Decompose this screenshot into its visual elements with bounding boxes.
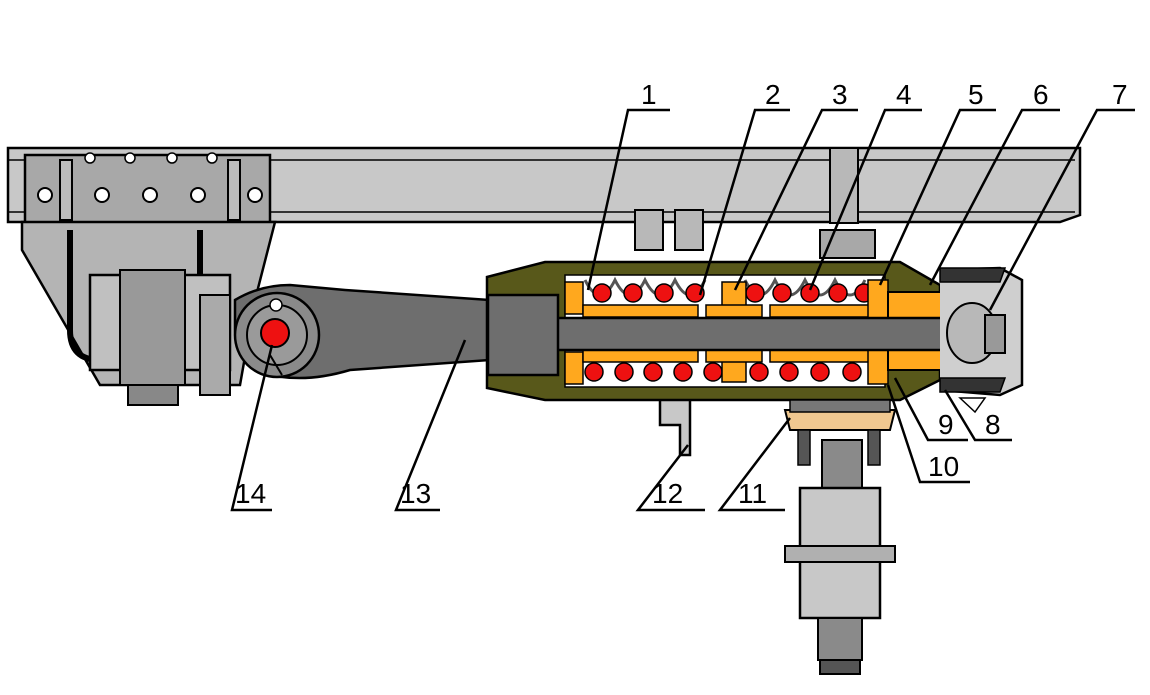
callout-5: 5 [968, 79, 984, 110]
yoke-link [233, 283, 492, 380]
frame-beam [6, 146, 1082, 224]
coupler-pin [260, 318, 290, 348]
callout-13: 13 [400, 478, 431, 509]
callout-3: 3 [832, 79, 848, 110]
callout-7: 7 [1112, 79, 1128, 110]
callout-labels: 1 2 3 4 5 6 7 8 9 10 11 12 13 14 [235, 79, 1128, 509]
callout-4: 4 [896, 79, 912, 110]
spring-coils-lower [584, 362, 862, 382]
callout-11: 11 [738, 478, 767, 509]
leader-lines [230, 108, 1135, 512]
lower-support [783, 399, 897, 675]
callout-6: 6 [1033, 79, 1049, 110]
callout-9: 9 [938, 409, 954, 440]
callout-10: 10 [928, 451, 959, 482]
callout-8: 8 [985, 409, 1001, 440]
front-bracket [20, 152, 277, 406]
callout-1: 1 [641, 79, 657, 110]
draft-rod [486, 293, 950, 377]
callout-14: 14 [235, 478, 266, 509]
callout-12: 12 [652, 478, 683, 509]
rear-cover [939, 266, 1024, 414]
rear-stop [634, 209, 876, 457]
callout-2: 2 [765, 79, 781, 110]
